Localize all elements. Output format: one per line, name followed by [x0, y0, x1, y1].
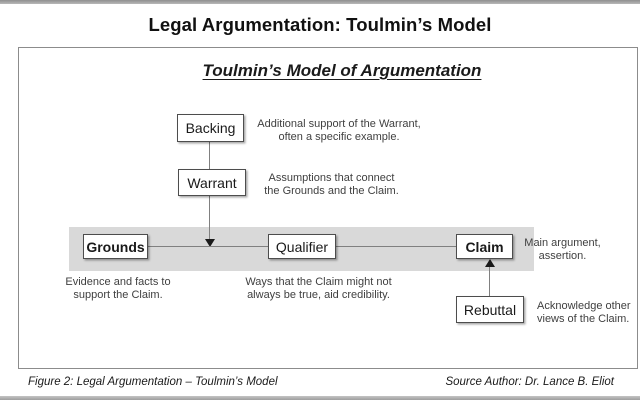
node-claim: Claim	[456, 234, 513, 259]
connector-qualifier-claim	[335, 246, 456, 247]
node-claim-label: Claim	[465, 238, 504, 255]
node-warrant-label: Warrant	[187, 174, 237, 191]
connector-rebuttal-claim	[489, 266, 490, 296]
note-qualifier: Ways that the Claim might not always be …	[245, 276, 392, 302]
diagram-frame: Toulmin’s Model of Argumentation Backing…	[18, 47, 638, 369]
figure-caption: Figure 2: Legal Argumentation – Toulmin’…	[28, 376, 278, 388]
note-rebuttal: Acknowledge other views of the Claim.	[537, 300, 631, 326]
page-title: Legal Argumentation: Toulmin’s Model	[148, 14, 492, 35]
top-accent-bar	[0, 0, 640, 4]
node-qualifier: Qualifier	[268, 234, 336, 259]
note-backing: Additional support of the Warrant, often…	[257, 118, 421, 144]
connector-grounds-qualifier	[147, 246, 268, 247]
node-backing-label: Backing	[185, 120, 236, 136]
diagram-title: Toulmin’s Model of Argumentation	[202, 61, 482, 80]
node-backing: Backing	[177, 114, 244, 142]
node-grounds: Grounds	[83, 234, 148, 259]
arrowhead-down-icon	[205, 239, 215, 247]
node-qualifier-label: Qualifier	[275, 238, 329, 255]
connector-backing-warrant	[209, 141, 210, 169]
source-caption: Source Author: Dr. Lance B. Eliot	[445, 376, 614, 388]
connector-warrant-down	[209, 195, 210, 241]
note-grounds: Evidence and facts to support the Claim.	[65, 276, 171, 302]
note-claim: Main argument, assertion.	[524, 237, 601, 263]
node-warrant: Warrant	[178, 169, 246, 196]
node-rebuttal: Rebuttal	[456, 296, 524, 323]
bottom-accent-bar	[0, 396, 640, 400]
note-warrant: Assumptions that connect the Grounds and…	[264, 172, 399, 198]
arrowhead-up-icon	[485, 259, 495, 267]
node-grounds-label: Grounds	[86, 238, 145, 255]
node-rebuttal-label: Rebuttal	[463, 301, 517, 318]
